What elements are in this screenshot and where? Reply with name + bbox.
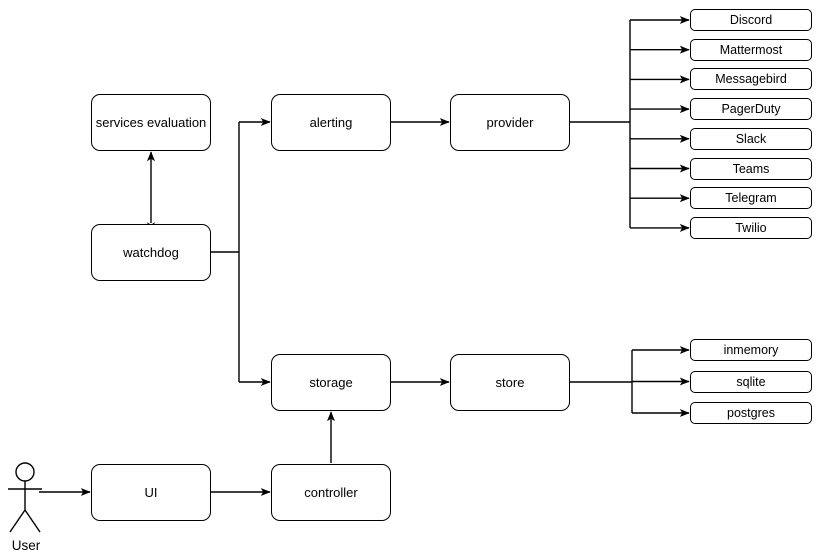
actor-legs — [9, 509, 41, 533]
node-watchdog[interactable]: watchdog — [91, 224, 211, 281]
node-label: Discord — [729, 13, 773, 27]
node-services-evaluation[interactable]: services evaluation — [91, 94, 211, 151]
node-telegram[interactable]: Telegram — [690, 187, 812, 210]
node-label: Teams — [732, 161, 770, 176]
node-label: Messagebird — [715, 72, 787, 87]
provider-fan-branches — [629, 16, 690, 232]
node-label: watchdog — [123, 245, 179, 260]
node-label: inmemory — [723, 343, 779, 357]
node-label: Telegram — [725, 191, 777, 206]
user-actor-figure — [8, 462, 42, 533]
store-fan-branches — [631, 346, 690, 417]
node-label: Twilio — [735, 220, 767, 235]
node-discord[interactable]: Discord — [690, 9, 812, 31]
node-provider[interactable]: provider — [450, 94, 570, 151]
actor-head-icon — [15, 462, 35, 482]
node-label: PagerDuty — [721, 102, 781, 117]
node-postgres[interactable]: postgres — [690, 402, 812, 424]
node-store[interactable]: store — [450, 354, 570, 411]
node-label: UI — [144, 485, 158, 500]
node-inmemory[interactable]: inmemory — [690, 339, 812, 361]
node-storage[interactable]: storage — [271, 354, 391, 411]
node-label: Mattermost — [719, 42, 783, 57]
node-label: postgres — [727, 406, 775, 420]
node-label: store — [495, 375, 525, 390]
node-label: controller — [304, 485, 358, 500]
node-label: alerting — [309, 115, 353, 130]
node-ui[interactable]: UI — [91, 464, 211, 521]
node-mattermost[interactable]: Mattermost — [690, 38, 812, 61]
node-controller[interactable]: controller — [271, 464, 391, 521]
node-sqlite[interactable]: sqlite — [690, 370, 812, 393]
node-label: sqlite — [736, 374, 766, 389]
node-teams[interactable]: Teams — [690, 157, 812, 180]
node-slack[interactable]: Slack — [690, 127, 812, 150]
node-alerting[interactable]: alerting — [271, 94, 391, 151]
node-label: services evaluation — [95, 115, 207, 130]
node-label: provider — [486, 115, 534, 130]
node-twilio[interactable]: Twilio — [690, 216, 812, 239]
node-messagebird[interactable]: Messagebird — [690, 68, 812, 91]
node-pagerduty[interactable]: PagerDuty — [690, 98, 812, 121]
node-label: Slack — [735, 131, 767, 146]
actor-label-user: User — [11, 538, 41, 553]
node-label: storage — [309, 375, 353, 390]
